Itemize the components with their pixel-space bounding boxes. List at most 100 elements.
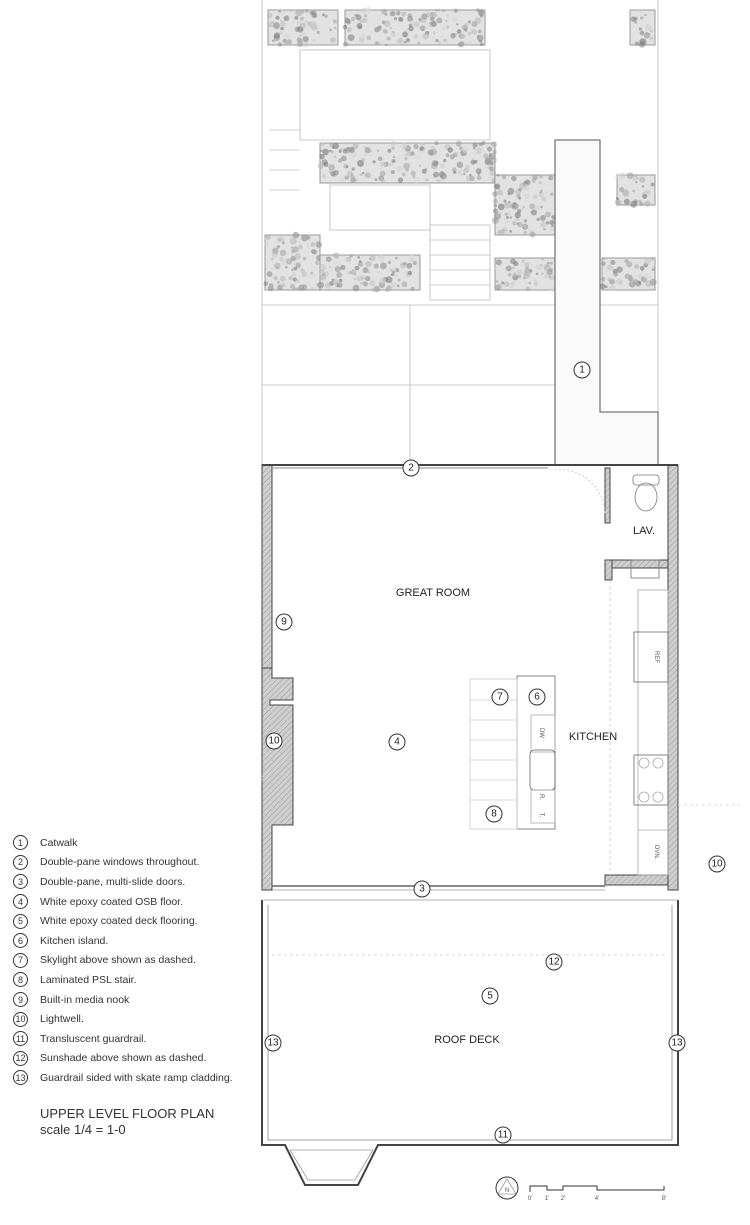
foliage-mark [419, 146, 424, 151]
foliage-mark [484, 159, 491, 166]
foliage-mark [599, 283, 606, 290]
foliage-mark [522, 183, 530, 191]
foliage-mark [626, 261, 633, 268]
foliage-mark [379, 262, 387, 270]
foliage-mark [602, 257, 606, 260]
foliage-mark [397, 37, 404, 44]
foliage-mark [471, 21, 478, 28]
foliage-mark [507, 212, 512, 217]
tag-number: 4 [394, 737, 400, 748]
foliage-mark [518, 196, 522, 200]
foliage-mark [541, 196, 547, 202]
tag-number: 10 [268, 736, 280, 747]
foliage-mark [351, 173, 354, 176]
foliage-mark [279, 275, 286, 282]
foliage-mark [533, 194, 538, 200]
foliage-mark [494, 212, 502, 220]
foliage-mark [356, 159, 364, 167]
foliage-mark [549, 261, 553, 265]
foliage-mark [508, 272, 512, 277]
foliage-mark [524, 281, 528, 285]
foliage-mark [511, 175, 517, 182]
foliage-mark [412, 261, 417, 266]
appliance-dw: DW [538, 728, 544, 738]
foliage-mark [530, 209, 538, 216]
foliage-mark [489, 155, 492, 158]
foliage-mark [361, 171, 365, 175]
legend-number: 10 [13, 1011, 28, 1027]
foliage-mark [322, 174, 326, 179]
foliage-mark [334, 26, 337, 30]
legend-text: Laminated PSL stair. [40, 973, 137, 986]
foliage-mark [649, 36, 654, 41]
tag-circle [388, 733, 406, 751]
foliage-mark [492, 191, 498, 197]
foliage-mark [524, 193, 531, 200]
scale-tick-label: 8' [662, 1196, 666, 1202]
foliage-mark [521, 259, 526, 263]
foliage-mark [442, 9, 445, 12]
foliage-mark [307, 24, 311, 27]
foliage-mark [362, 267, 369, 274]
foliage-mark [347, 34, 355, 42]
foliage-mark [302, 35, 309, 43]
foliage-mark [272, 247, 279, 254]
foliage-mark [542, 227, 546, 231]
foliage-mark [528, 269, 533, 273]
foliage-mark [505, 265, 512, 272]
foliage-mark [458, 171, 461, 174]
foliage-mark [290, 246, 294, 249]
foliage-mark [495, 259, 502, 266]
foliage-mark [277, 284, 283, 291]
foliage-mark [370, 150, 373, 153]
foliage-mark [413, 34, 419, 40]
tag-circle [545, 953, 563, 971]
foliage-mark [421, 13, 428, 20]
foliage-mark [516, 269, 523, 276]
appliance-ref: REF [653, 651, 659, 663]
legend-number: 4 [13, 894, 28, 910]
foliage-mark [651, 266, 655, 270]
foliage-mark [469, 175, 475, 182]
foliage-mark [369, 280, 376, 287]
foliage-mark [410, 286, 415, 292]
foliage-mark [370, 255, 376, 262]
foliage-mark [437, 8, 441, 12]
foliage-mark [638, 200, 642, 204]
foliage-mark [389, 26, 393, 30]
foliage-mark [402, 31, 408, 38]
foliage-mark [396, 165, 403, 172]
foliage-mark [503, 199, 507, 203]
foliage-mark [455, 32, 458, 36]
plan-title-block: UPPER LEVEL FLOOR PLAN scale 1/4 = 1-0 [40, 1106, 214, 1138]
foliage-mark [365, 261, 372, 268]
tag-circle [265, 732, 283, 750]
foliage-mark [427, 149, 434, 156]
foliage-mark [504, 212, 508, 216]
foliage-mark [459, 156, 463, 159]
foliage-mark [295, 287, 299, 291]
foliage-mark [390, 32, 396, 38]
foliage-mark [540, 205, 543, 209]
foliage-mark [510, 285, 514, 289]
kitchen-counters [633, 589, 669, 876]
foliage-mark [483, 153, 489, 159]
foliage-mark [467, 41, 472, 46]
foliage-mark [480, 14, 483, 18]
foliage-mark [333, 155, 337, 159]
scale-tick-label: 0' [528, 1196, 532, 1202]
foliage-mark [299, 288, 302, 292]
foliage-mark [325, 256, 332, 263]
foliage-mark [364, 172, 371, 179]
foliage-mark [395, 10, 401, 16]
foliage-mark [434, 140, 439, 146]
foliage-mark [548, 175, 554, 181]
foliage-mark [438, 41, 442, 44]
keynote-tag: 13 [264, 1034, 282, 1052]
tag-circle [402, 459, 420, 477]
foliage-mark [493, 203, 498, 208]
foliage-mark [459, 33, 465, 39]
foliage-mark [345, 17, 349, 20]
lav-sink [630, 559, 660, 579]
